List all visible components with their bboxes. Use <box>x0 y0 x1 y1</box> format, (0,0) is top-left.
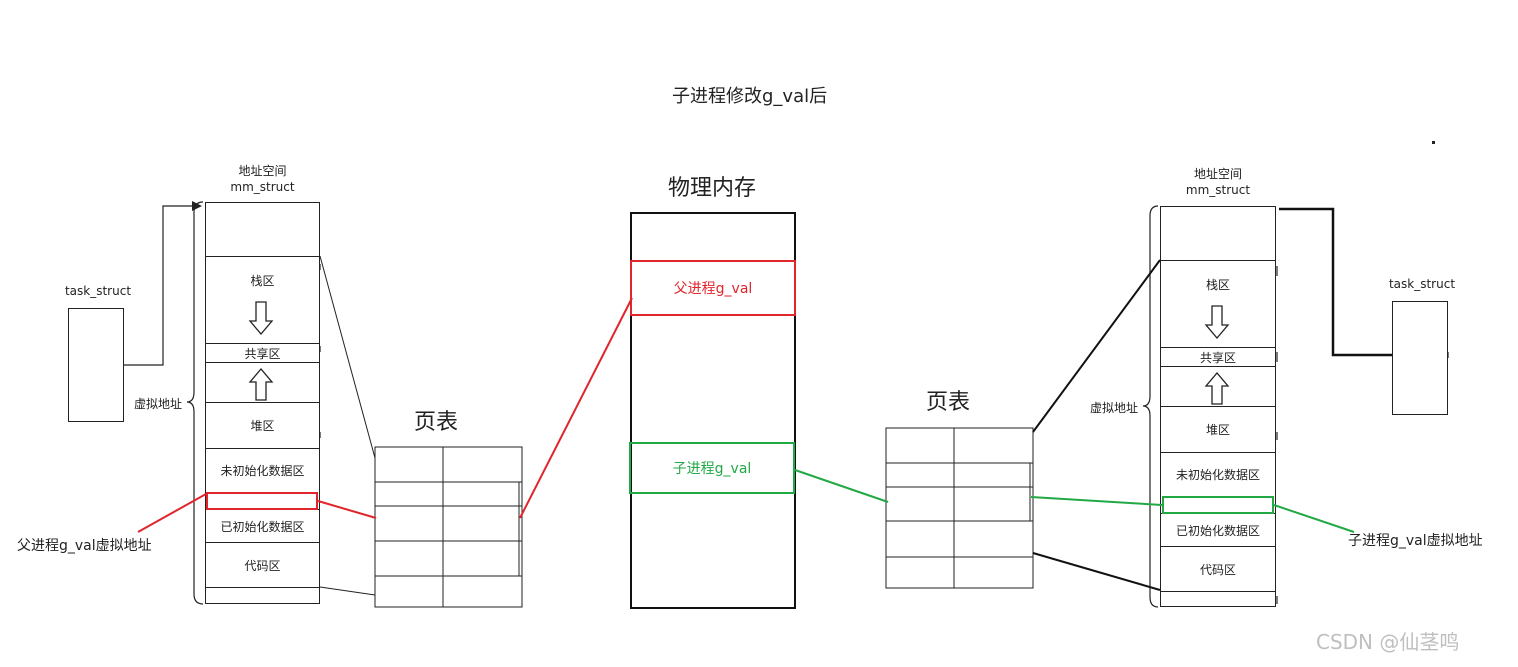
left-page-table-label: 页表 <box>414 410 459 435</box>
left-segment-heap: 堆区 <box>206 402 319 448</box>
physical-parent-gval-label: 父进程g_val <box>673 281 753 297</box>
left-virtual-address-label: 虚拟地址 <box>133 397 182 411</box>
physical-child-gval-label: 子进程g_val <box>672 461 752 477</box>
diagram-title: 子进程修改g_val后 <box>672 86 828 107</box>
right-page-table-label: 页表 <box>926 390 971 415</box>
left-stack-to-pagetable-line <box>319 255 376 459</box>
left-address-space: 栈区 共享区 堆区 未初始化数据区 已初始化数据区 代码区 <box>205 202 320 604</box>
left-segment-stack: 栈区 <box>206 256 319 303</box>
right-virtual-address-label: 虚拟地址 <box>1089 401 1138 415</box>
left-stack-down-arrow-icon <box>248 301 274 336</box>
right-child-gval-slot <box>1162 496 1274 514</box>
right-page-table <box>885 427 1034 589</box>
physical-child-gval: 子进程g_val <box>629 442 795 494</box>
watermark: CSDN @仙茎鸣 <box>1316 630 1460 654</box>
left-annotation: 父进程g_val虚拟地址 <box>17 538 152 554</box>
right-task-struct-label: task_struct <box>1388 277 1456 291</box>
physical-parent-gval: 父进程g_val <box>630 260 796 316</box>
right-segment-stack: 栈区 <box>1161 260 1275 307</box>
left-task-to-mm-arrow <box>124 205 200 366</box>
right-edge-ticks <box>1276 266 1449 604</box>
left-address-space-label: 地址空间 mm_struct <box>230 164 295 194</box>
left-heap-up-arrow-icon <box>248 367 274 401</box>
right-segment-code: 代码区 <box>1161 546 1275 592</box>
right-annotation: 子进程g_val虚拟地址 <box>1348 533 1483 549</box>
right-address-space-label: 地址空间 mm_struct <box>1185 167 1251 197</box>
left-task-arrowhead-icon <box>192 201 202 211</box>
left-segment-code: 代码区 <box>206 542 319 588</box>
physical-memory-title: 物理内存 <box>668 176 757 201</box>
right-stack-to-pagetable-line <box>1032 259 1161 433</box>
left-page-table <box>374 446 523 608</box>
physical-memory-box <box>630 212 796 609</box>
left-segment-bss: 未初始化数据区 <box>206 448 319 492</box>
right-segment-heap: 堆区 <box>1161 406 1275 452</box>
right-virtual-address-brace <box>1142 205 1159 608</box>
right-heap-up-arrow-icon <box>1204 371 1230 405</box>
right-stack-down-arrow-icon <box>1204 305 1230 340</box>
right-segment-shared: 共享区 <box>1161 347 1275 367</box>
left-code-to-pagetable-line <box>319 586 376 596</box>
left-virtual-address-brace <box>186 201 204 605</box>
left-task-struct-box <box>68 308 124 422</box>
left-parent-gval-slot <box>206 492 318 510</box>
left-segment-shared: 共享区 <box>206 343 319 363</box>
child-mapping-lines <box>794 469 1355 533</box>
parent-mapping-lines <box>137 297 633 533</box>
left-task-struct-label: task_struct <box>64 284 132 298</box>
right-code-to-pagetable-line <box>1032 552 1161 591</box>
right-address-space: 栈区 共享区 堆区 未初始化数据区 已初始化数据区 代码区 <box>1160 206 1276 607</box>
dot-mark <box>1432 141 1435 144</box>
right-task-to-mm-line <box>1279 207 1392 357</box>
right-segment-bss: 未初始化数据区 <box>1161 452 1275 496</box>
